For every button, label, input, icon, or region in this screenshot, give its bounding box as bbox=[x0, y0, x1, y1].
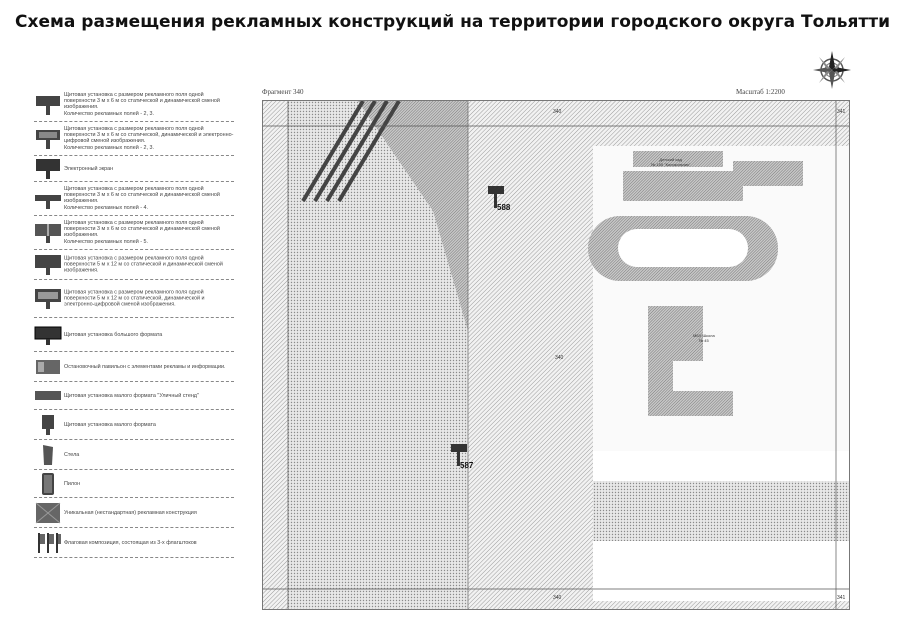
legend-item: Стела bbox=[34, 440, 234, 470]
kindergarten-building-2 bbox=[623, 171, 743, 201]
marker-label-588: 588 bbox=[497, 203, 511, 212]
railway-line-4 bbox=[337, 101, 401, 203]
railway-line-2 bbox=[313, 101, 377, 203]
legend-item: Пилон bbox=[34, 470, 234, 498]
bus-stop-pavilion-icon bbox=[34, 355, 62, 379]
legend-text: Электронный экран bbox=[64, 165, 114, 172]
scale-label: Масштаб 1:2200 bbox=[736, 88, 785, 96]
legend-text: Щитовая установка с размером рекламного … bbox=[64, 125, 234, 151]
legend-text: Щитовая установка с размером рекламного … bbox=[64, 219, 220, 245]
railway-line-3 bbox=[325, 101, 389, 203]
legend-text: Щитовая установка с размером рекламного … bbox=[64, 91, 220, 117]
legend-item: Щитовая установка малого формата bbox=[34, 410, 234, 440]
legend-item: Щитовая установка с размером рекламного … bbox=[34, 182, 234, 216]
legend-item: Щитовая установка с размером рекламного … bbox=[34, 88, 234, 122]
grid-label-center: 340 bbox=[555, 355, 564, 361]
legend-item: Щитовая установка с размером рекламного … bbox=[34, 250, 234, 280]
small-format-billboard-icon bbox=[34, 413, 62, 437]
legend-item: Уникальная (нестандартная) рекламная кон… bbox=[34, 498, 234, 528]
fragment-label: Фрагмент 340 bbox=[262, 88, 304, 96]
billboard-2-3-sides-icon bbox=[34, 93, 62, 117]
legend-text: Флаговая композиция, состоящая из 3-х фл… bbox=[64, 539, 197, 546]
billboard-5x12-icon bbox=[34, 253, 62, 277]
legend-text: Уникальная (нестандартная) рекламная кон… bbox=[64, 509, 197, 516]
school-building bbox=[648, 306, 733, 416]
driveway bbox=[593, 481, 849, 541]
large-format-billboard-icon bbox=[34, 323, 62, 347]
small-format-city-board-icon bbox=[34, 384, 62, 408]
legend-item: Щитовая установка с размером рекламного … bbox=[34, 280, 234, 318]
legend-item: Флаговая композиция, состоящая из 3-х фл… bbox=[34, 528, 234, 558]
sports-field-inner bbox=[618, 229, 748, 267]
ad-marker-588 bbox=[488, 186, 504, 208]
pylon-icon bbox=[34, 472, 62, 496]
legend-text: Остановочный павильон с элементами рекла… bbox=[64, 363, 226, 370]
unique-construction-icon bbox=[34, 501, 62, 525]
map-canvas bbox=[263, 101, 849, 609]
legend-item: Щитовая установка малого формата "Уличны… bbox=[34, 382, 234, 410]
road-area-left bbox=[288, 101, 468, 609]
map-frame: 340 341 340 341 340 Детский сад № 155 "К… bbox=[262, 100, 850, 610]
billboard-digital-2-3-sides-icon bbox=[34, 127, 62, 151]
legend-text: Пилон bbox=[64, 480, 81, 487]
legend-text: Щитовая установка с размером рекламного … bbox=[64, 288, 205, 308]
kindergarten-building-1 bbox=[633, 151, 723, 167]
compass-rose-icon bbox=[813, 51, 851, 89]
legend-item: Щитовая установка с размером рекламного … bbox=[34, 216, 234, 250]
legend-item: Остановочный павильон с элементами рекла… bbox=[34, 352, 234, 382]
legend-item: Щитовая установка большого формата bbox=[34, 318, 234, 352]
billboard-4-sides-icon bbox=[34, 187, 62, 211]
green-area bbox=[358, 101, 468, 331]
ad-marker-587 bbox=[451, 444, 467, 466]
electronic-screen-icon bbox=[34, 157, 62, 181]
page-title: Схема размещения рекламных конструкций н… bbox=[15, 12, 890, 32]
kindergarten-label: Детский сад № 155 "Колокольчик" bbox=[651, 157, 691, 167]
billboard-5x12-digital-icon bbox=[34, 287, 62, 311]
legend-text: Щитовая установка большого формата bbox=[64, 331, 163, 338]
legend-text: Щитовая установка с размером рекламного … bbox=[64, 185, 220, 211]
grid-label-bottom-center: 340 bbox=[553, 595, 562, 601]
legend-text: Стела bbox=[64, 451, 80, 458]
stela-icon bbox=[34, 443, 62, 467]
billboard-5-sides-icon bbox=[34, 221, 62, 245]
legend: Щитовая установка с размером рекламного … bbox=[34, 88, 234, 558]
kindergarten-building-3 bbox=[733, 161, 803, 186]
legend-text: Щитовая установка с размером рекламного … bbox=[64, 254, 223, 274]
legend-text: Щитовая установка малого формата bbox=[64, 421, 156, 428]
legend-item: Электронный экран bbox=[34, 156, 234, 182]
legend-text: Щитовая установка малого формата "Уличны… bbox=[64, 392, 199, 399]
flag-composition-icon bbox=[34, 531, 62, 555]
school-label: МБУ Школа № 45 bbox=[693, 333, 715, 343]
grid-label-bottom-right: 341 bbox=[837, 595, 846, 601]
railway-line-1 bbox=[301, 101, 365, 203]
grid-label-top-center: 340 bbox=[553, 109, 562, 115]
legend-item: Щитовая установка с размером рекламного … bbox=[34, 122, 234, 156]
marker-label-587: 587 bbox=[460, 461, 474, 470]
grid-label-top-right: 341 bbox=[837, 109, 846, 115]
